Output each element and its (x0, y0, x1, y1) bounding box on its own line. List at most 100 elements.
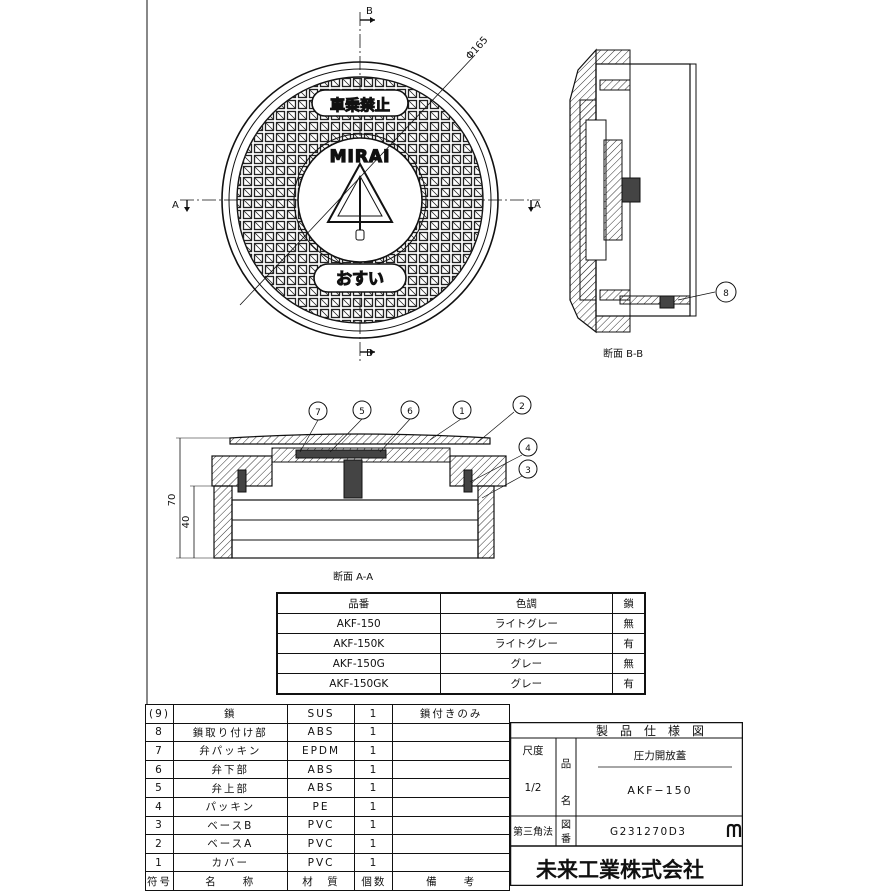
section-mark-a-right: A (534, 200, 541, 211)
title-heading: 製 品 仕 様 図 (596, 724, 704, 738)
cell: 1 (354, 704, 394, 724)
scale-value: 1/2 (525, 782, 542, 794)
dim-height-total: 70 (167, 494, 178, 507)
header-cell: 鎖 (612, 592, 646, 614)
cell: 1 (354, 722, 394, 743)
projection: 第三角法 (513, 825, 553, 838)
dim-height-base: 40 (181, 516, 192, 529)
cell: パッキン (172, 796, 288, 817)
model-table: 品番 色調 鎖 AKF-150 ライトグレー 無 AKF-150K ライトグレー… (276, 592, 646, 695)
header-cell: 品番 (276, 592, 441, 614)
footer-cell: 材 質 (286, 871, 356, 891)
cell: PE (286, 796, 356, 817)
cell: SUS (286, 704, 356, 724)
cell: ABS (286, 722, 356, 743)
parts-table-footer: 符号名 称材 質個数備 考 (145, 871, 510, 891)
cell: PVC (286, 815, 356, 836)
name-label-2: 名 (561, 794, 572, 807)
callout-5: 5 (359, 407, 365, 417)
diameter-label: Φ165 (464, 35, 490, 62)
callout-6: 6 (407, 407, 413, 417)
drawing-no-label-2: 番 (561, 833, 571, 845)
section-bb-caption: 断面 B-B (603, 347, 643, 360)
scale-label: 尺度 (523, 744, 544, 757)
cell: 鎖付きのみ (392, 704, 510, 724)
table-row: AKF-150K ライトグレー 有 (276, 633, 646, 654)
callout-2: 2 (519, 402, 525, 412)
cell: AKF-150K (276, 633, 441, 654)
cell: 有 (612, 633, 646, 654)
cell: 鎖取り付け部 (172, 722, 288, 743)
callout-3: 3 (525, 466, 531, 476)
cell: 5 (145, 778, 174, 798)
cell: AKF-150GK (276, 673, 441, 695)
cell (392, 796, 510, 817)
section-aa-caption: 断面 A-A (333, 570, 373, 583)
cell: EPDM (286, 741, 356, 761)
cell: AKF-150 (276, 613, 441, 634)
section-mark-b-bottom: B (366, 348, 373, 359)
cell: (9) (145, 704, 174, 724)
section-mark-a-left: A (172, 200, 179, 211)
footer-cell: 個数 (354, 871, 394, 891)
cell (392, 778, 510, 798)
callout-8: 8 (723, 289, 729, 299)
callout-1: 1 (459, 407, 465, 417)
company-name: 未来工業株式会社 (536, 858, 704, 882)
cell: 8 (145, 722, 174, 743)
cell: 無 (612, 613, 646, 634)
cell: 鎖 (172, 704, 288, 724)
cell: グレー (439, 653, 614, 674)
cell: 1 (354, 852, 394, 873)
cell (392, 741, 510, 761)
cell: 1 (145, 852, 174, 873)
company-logo-icon (726, 823, 742, 837)
section-mark-b-top: B (366, 6, 373, 17)
cell (392, 834, 510, 854)
cell: ABS (286, 778, 356, 798)
plan-view: MIRAI 車乗禁止 おすい Φ165 B B A A (172, 6, 541, 362)
section-aa-view: 70 40 7 5 6 1 2 4 3 断面 A-A (167, 395, 538, 583)
cell: ライトグレー (439, 633, 614, 654)
title-block: 製 品 仕 様 図 尺度 1/2 品 名 圧力開放蓋 AKF−150 第三角法 … (510, 722, 743, 886)
cell: 2 (145, 834, 174, 854)
cell (392, 852, 510, 873)
cover-top-text: 車乗禁止 (330, 96, 390, 114)
model-table-header: 品番 色調 鎖 (276, 592, 646, 614)
footer-cell: 符号 (145, 871, 174, 891)
cell: ベースA (172, 834, 288, 854)
cell (392, 759, 510, 780)
cell: 4 (145, 796, 174, 817)
cell: 1 (354, 834, 394, 854)
cell: 1 (354, 796, 394, 817)
callout-4: 4 (525, 444, 531, 454)
product-code: AKF−150 (627, 784, 692, 797)
drawing-no-label-1: 図 (561, 819, 571, 831)
drawing-no: G231270D3 (610, 826, 687, 838)
product-desc: 圧力開放蓋 (634, 749, 687, 762)
cover-brand: MIRAI (330, 147, 391, 167)
cell: ABS (286, 759, 356, 780)
cell: 弁パッキン (172, 741, 288, 761)
table-row: AKF-150GK グレー 有 (276, 673, 646, 695)
cell: 7 (145, 741, 174, 761)
footer-cell: 備 考 (392, 871, 510, 891)
cover-bottom-text: おすい (336, 269, 384, 288)
name-label-1: 品 (561, 758, 572, 770)
cell: 3 (145, 815, 174, 836)
cell: カバー (172, 852, 288, 873)
cell: 弁下部 (172, 759, 288, 780)
cell: 1 (354, 778, 394, 798)
cell: 弁上部 (172, 778, 288, 798)
cell (392, 722, 510, 743)
cell: 1 (354, 759, 394, 780)
